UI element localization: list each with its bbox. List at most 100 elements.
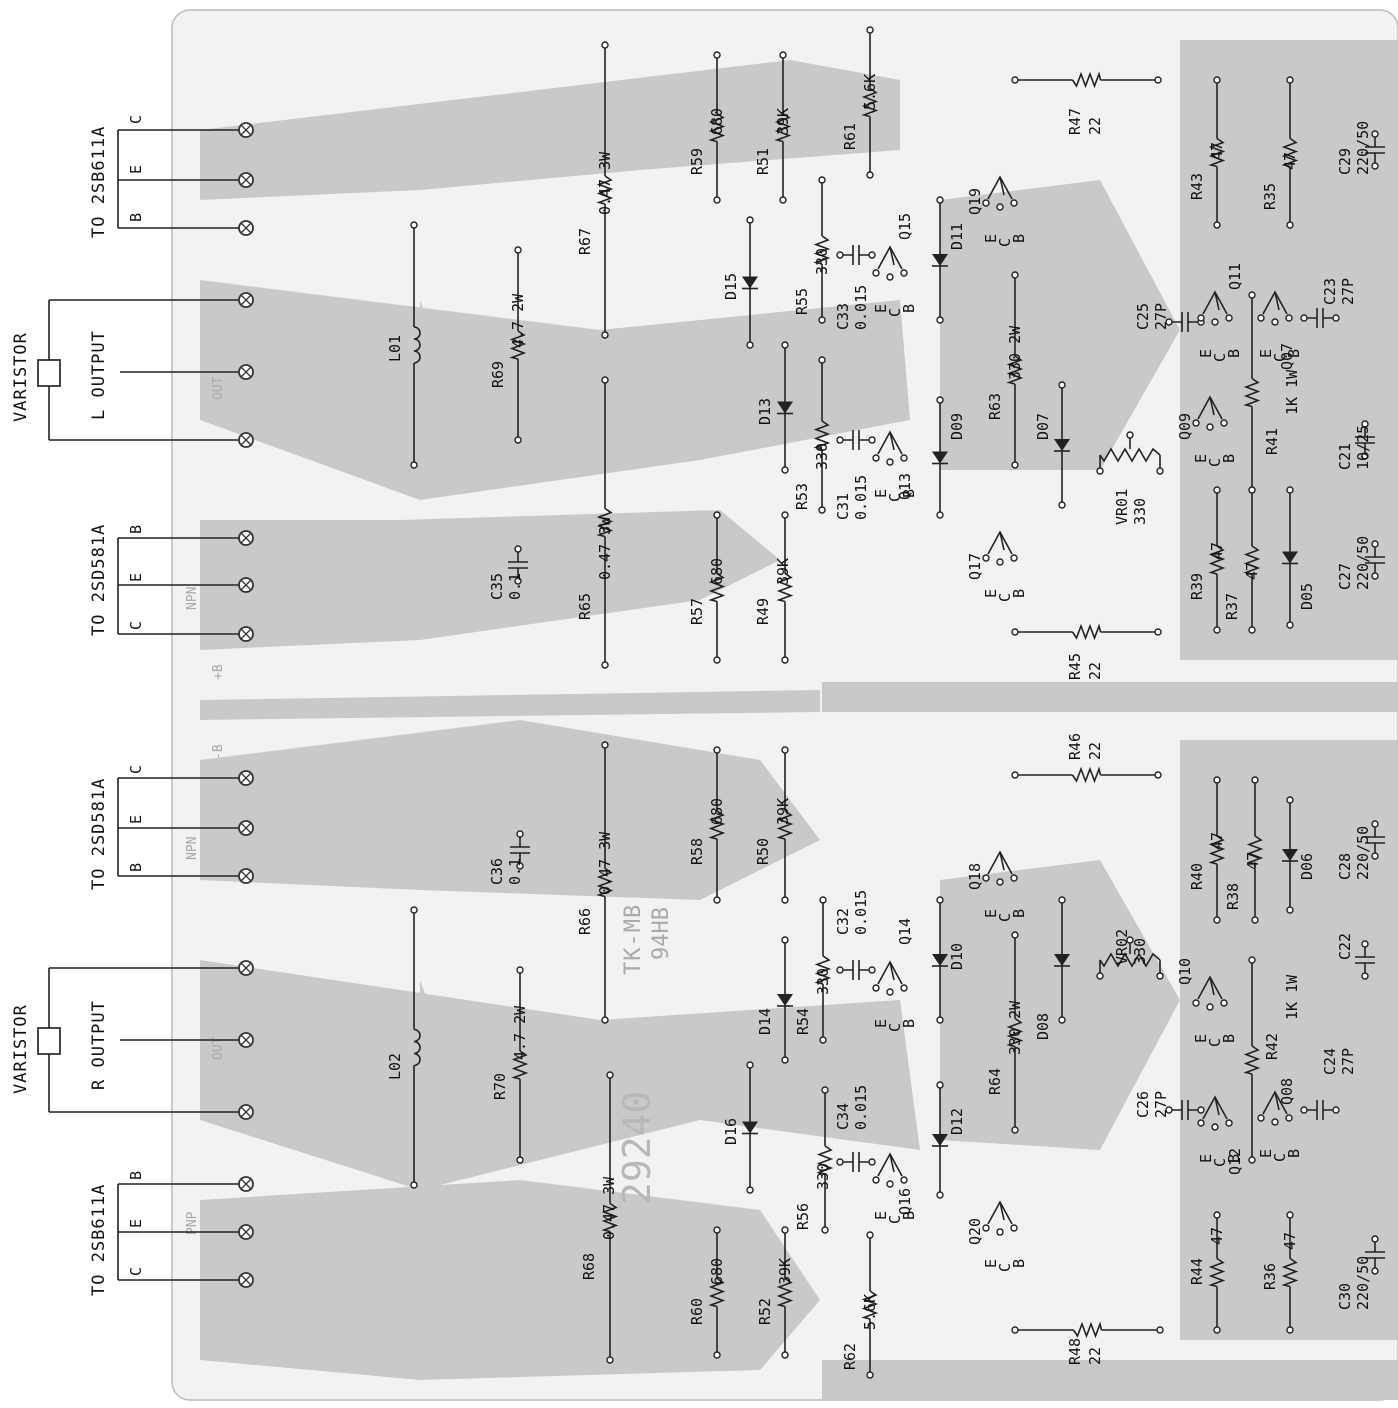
resistor-ref-r55: R55 [793, 288, 811, 315]
terminal-pad [238, 292, 254, 308]
resistor-ref-r65: R65 [576, 593, 594, 620]
transistor-q09: ECB [1192, 395, 1238, 467]
resistor-ref-r60: R60 [688, 1298, 706, 1325]
capacitor-c30 [1365, 1235, 1385, 1275]
transistor-pin-label: B [900, 489, 918, 498]
transistor-q18: ECB [982, 850, 1028, 922]
connector-label-t3: TO 2SD581A [89, 778, 109, 890]
transistor-pin-label: E [1257, 1149, 1275, 1158]
resistor-r37 [1243, 486, 1261, 634]
transistor-pin-label: E [872, 304, 890, 313]
capacitor-ref-c36: C36 [488, 858, 506, 885]
transistor-ref-q10: Q10 [1176, 958, 1194, 985]
resistor-value-r57: 680 [708, 558, 726, 585]
transistor-ref-q15: Q15 [896, 213, 914, 240]
resistor-r51 [774, 51, 792, 204]
transistor-q10: ECB [1192, 975, 1238, 1047]
transistor-pin-label: C [996, 913, 1014, 922]
terminal-pad [238, 364, 254, 380]
resistor-value-r40: 47 [1208, 832, 1226, 850]
minus-b-mark: -B [211, 744, 226, 760]
pin-t2-e: E [127, 573, 145, 582]
terminal-pad [238, 122, 254, 138]
resistor-r66 [596, 741, 614, 1024]
terminal-pad [238, 220, 254, 236]
resistor-ref-r63: R63 [986, 393, 1004, 420]
capacitor-ref-c34: C34 [834, 1103, 852, 1130]
diode-d16 [742, 1061, 758, 1194]
transistor-pin-label: B [1285, 1149, 1303, 1158]
diode-d12 [932, 1081, 948, 1199]
capacitor-c23 [1300, 308, 1340, 328]
resistor-ref-r58: R58 [688, 838, 706, 865]
capacitor-value-c35: 0.1 [506, 573, 524, 600]
resistor-value-r38: 47 [1244, 852, 1262, 870]
capacitor-value-c36: 0.1 [506, 858, 524, 885]
transistor-pin-label: E [982, 1259, 1000, 1268]
trimmer-ref-vr02: VR02 [1113, 929, 1131, 965]
varistor-label-right: VARISTOR [11, 1004, 31, 1094]
pin-t2-c: C [127, 621, 145, 630]
transistor-pin-label: C [1211, 353, 1229, 362]
capacitor-ref-c30: C30 [1336, 1283, 1354, 1310]
transistor-q07: ECB [1257, 290, 1303, 362]
capacitor-ref-c25: C25 [1134, 303, 1152, 330]
resistor-ref-r64: R64 [986, 1068, 1004, 1095]
inductor-l01 [410, 221, 421, 469]
resistor-r55 [813, 176, 831, 324]
resistor-ref-r46: R46 [1066, 733, 1084, 760]
inductor-ref-l01: L01 [386, 335, 404, 362]
resistor-value-r51: 39K [774, 108, 792, 135]
transistor-ref-q07: Q07 [1278, 343, 1296, 370]
diode-d09 [932, 396, 948, 519]
resistor-r47 [1011, 71, 1162, 89]
capacitor-ref-c28: C28 [1336, 853, 1354, 880]
resistor-r61 [861, 26, 879, 179]
varistor-label-left: VARISTOR [11, 332, 31, 422]
resistor-r44 [1208, 1211, 1226, 1334]
transistor-pin-label: E [1192, 454, 1210, 463]
capacitor-ref-c32: C32 [834, 908, 852, 935]
diode-ref-d08: D08 [1034, 1013, 1052, 1040]
resistor-r56 [816, 1086, 834, 1234]
resistor-value-r68: 0.47 3W [600, 1176, 618, 1240]
terminal-pad [238, 1104, 254, 1120]
capacitor-ref-c31: C31 [834, 493, 852, 520]
resistor-r62 [861, 1231, 879, 1379]
capacitor-value-c29: 220/50 [1354, 121, 1372, 175]
diode-ref-d14: D14 [756, 1008, 774, 1035]
resistor-value-r37: 47 [1243, 562, 1261, 580]
diode-d06 [1282, 796, 1298, 914]
resistor-value-r59: 680 [708, 108, 726, 135]
resistor-ref-r69: R69 [489, 361, 507, 388]
resistor-ref-r67: R67 [576, 228, 594, 255]
capacitor-value-c24: 27P [1339, 1048, 1357, 1075]
capacitor-value-c30: 220/50 [1354, 1256, 1372, 1310]
capacitor-ref-c29: C29 [1336, 148, 1354, 175]
transistor-q17: ECB [982, 530, 1028, 602]
resistor-value-r63: 330 2W [1006, 325, 1024, 380]
transistor-pin-label: E [1192, 1034, 1210, 1043]
transistor-pin-label: B [900, 1211, 918, 1220]
capacitor-c31 [836, 430, 876, 450]
resistor-ref-r66: R66 [576, 908, 594, 935]
trimmer-vr01 [1096, 431, 1164, 475]
board-serial-text: 29240 [615, 1091, 659, 1205]
resistor-r57 [708, 511, 726, 664]
resistor-value-r48: 22 [1086, 1347, 1104, 1365]
resistor-value-r65: 0.47 3W [596, 516, 614, 580]
left-output-label: L OUTPUT [89, 330, 109, 420]
resistor-ref-r57: R57 [688, 598, 706, 625]
right-output-label: R OUTPUT [89, 1000, 109, 1090]
resistor-r54 [814, 896, 832, 1044]
resistor-value-r44: 47 [1208, 1227, 1226, 1245]
resistor-r45 [1011, 623, 1162, 641]
resistor-r41 [1243, 291, 1261, 494]
capacitor-value-c25: 27P [1152, 303, 1170, 330]
connector-label-t4: TO 2SB611A [89, 1184, 109, 1296]
terminal-pad [238, 1032, 254, 1048]
transistor-ref-q20: Q20 [966, 1218, 984, 1245]
resistor-ref-r45: R45 [1066, 653, 1084, 680]
transistor-ref-q16: Q16 [896, 1188, 914, 1215]
